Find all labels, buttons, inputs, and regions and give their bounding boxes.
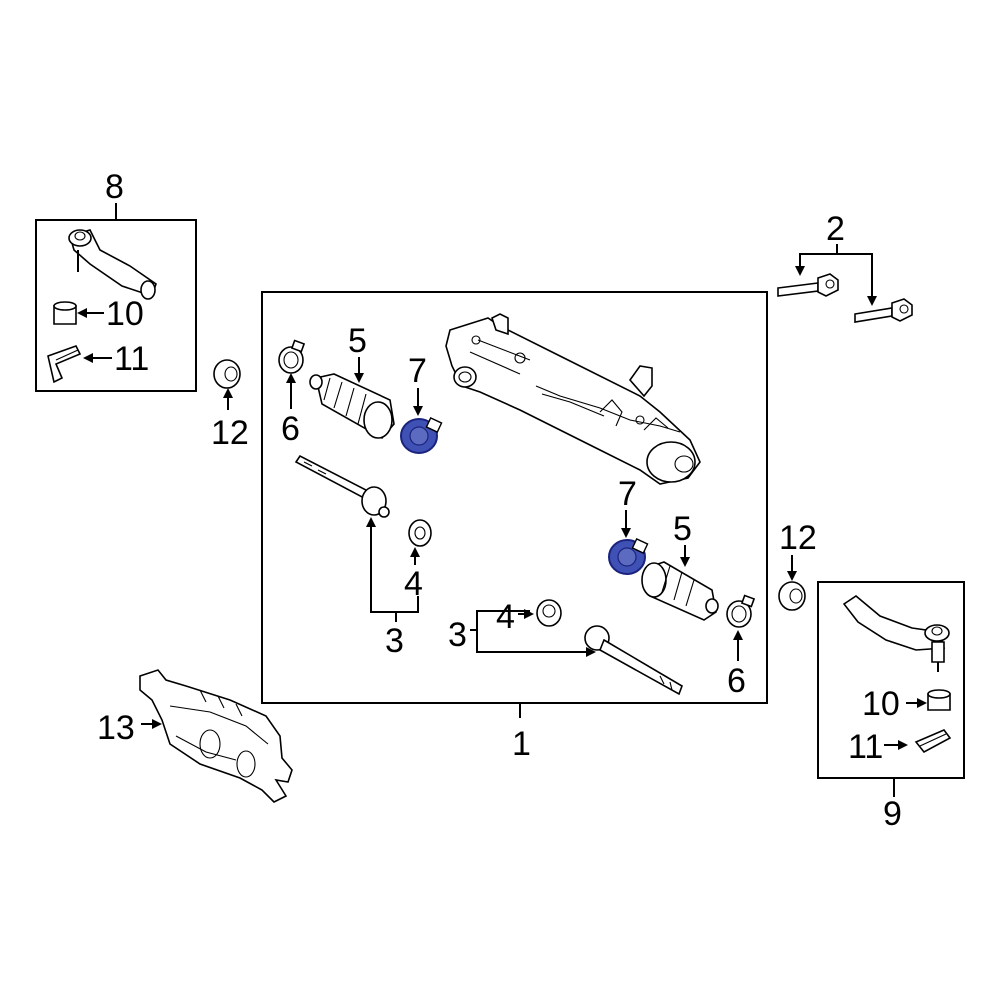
callout-11-left[interactable]: 11 xyxy=(114,340,149,378)
bushing-4-left[interactable] xyxy=(408,519,432,547)
callout-6-right[interactable]: 6 xyxy=(727,662,746,700)
callout-5-right[interactable]: 5 xyxy=(673,510,692,548)
callout-10-right[interactable]: 10 xyxy=(862,685,900,723)
callout-3-right[interactable]: 3 xyxy=(448,616,467,654)
callout-7-right[interactable]: 7 xyxy=(618,475,637,513)
callout-5-left[interactable]: 5 xyxy=(348,322,367,360)
steering-rack-housing[interactable] xyxy=(445,313,701,485)
bushing-12-right[interactable] xyxy=(778,581,806,611)
mounting-bolt-right[interactable] xyxy=(854,298,913,323)
inner-tie-rod-left[interactable] xyxy=(294,454,390,518)
boot-10-right[interactable] xyxy=(927,689,951,711)
boot-10-left[interactable] xyxy=(53,301,77,325)
rack-boot-right[interactable] xyxy=(641,561,719,621)
callout-2[interactable]: 2 xyxy=(826,210,845,248)
callout-10-left[interactable]: 10 xyxy=(106,295,144,333)
mounting-bolt-left[interactable] xyxy=(777,273,839,297)
bushing-4-right[interactable] xyxy=(536,599,562,627)
callout-12-right[interactable]: 12 xyxy=(779,519,817,557)
callout-1[interactable]: 1 xyxy=(512,725,531,763)
outer-tie-rod-end-right[interactable] xyxy=(842,595,950,672)
callout-6-left[interactable]: 6 xyxy=(281,410,300,448)
cotter-pin-11-left[interactable] xyxy=(47,345,82,384)
bushing-12-left[interactable] xyxy=(213,359,241,389)
heat-shield[interactable] xyxy=(139,669,293,803)
boot-clamp-right[interactable] xyxy=(726,594,756,628)
callout-13[interactable]: 13 xyxy=(97,709,135,747)
arrowheads xyxy=(77,266,927,750)
callout-8[interactable]: 8 xyxy=(105,168,124,206)
boot-clamp-7-left[interactable] xyxy=(400,417,443,454)
rack-boot-left[interactable] xyxy=(309,373,395,440)
callout-4-right[interactable]: 4 xyxy=(496,598,515,636)
outer-tie-rod-end-left[interactable] xyxy=(68,229,157,300)
callout-7-left[interactable]: 7 xyxy=(408,352,427,390)
right-tie-rod-end-frame xyxy=(817,581,965,779)
main-assembly-frame xyxy=(261,291,768,704)
boot-clamp-left[interactable] xyxy=(278,339,306,374)
callout-11-right[interactable]: 11 xyxy=(848,728,883,766)
cotter-pin-11-right[interactable] xyxy=(914,729,952,754)
boot-clamp-7-right[interactable] xyxy=(608,538,649,575)
callout-9[interactable]: 9 xyxy=(883,795,902,833)
callout-3-left[interactable]: 3 xyxy=(385,622,404,660)
callout-4-left[interactable]: 4 xyxy=(404,565,423,603)
callout-12-left[interactable]: 12 xyxy=(211,414,249,452)
inner-tie-rod-right[interactable] xyxy=(584,625,683,696)
